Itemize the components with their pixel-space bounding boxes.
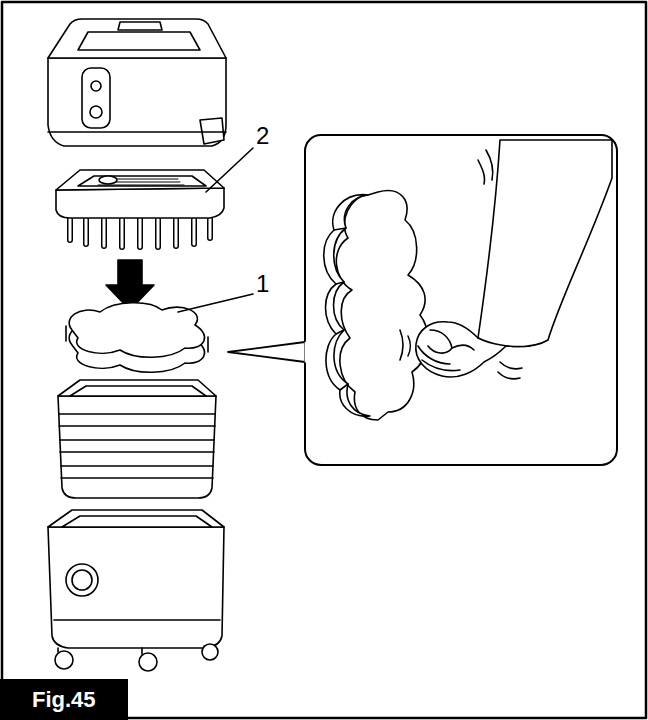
motor-head bbox=[48, 19, 226, 58]
tank bbox=[48, 510, 224, 671]
filter-holder bbox=[78, 176, 206, 186]
tank bbox=[48, 527, 224, 648]
tank bbox=[139, 653, 157, 671]
hand bbox=[428, 330, 452, 353]
tank bbox=[48, 510, 224, 527]
filter-sponge bbox=[66, 303, 208, 373]
hand bbox=[418, 346, 460, 371]
tank bbox=[58, 646, 204, 654]
filter-basket bbox=[58, 380, 216, 498]
filter-sponge bbox=[66, 326, 208, 352]
hand bbox=[498, 362, 522, 379]
motor-head bbox=[91, 81, 101, 91]
hand bbox=[478, 338, 530, 347]
motor-head bbox=[48, 131, 226, 133]
detail-inset bbox=[228, 135, 617, 465]
motor-head bbox=[82, 68, 110, 128]
detail-inset bbox=[305, 135, 617, 465]
filter-holder bbox=[99, 176, 117, 184]
filter-holder bbox=[70, 214, 210, 247]
hand bbox=[416, 322, 506, 377]
motor-head bbox=[48, 19, 226, 146]
leader-lines bbox=[178, 148, 253, 312]
hand bbox=[478, 150, 493, 184]
motor-head bbox=[48, 58, 226, 146]
motor-head bbox=[200, 118, 224, 144]
tank bbox=[66, 564, 98, 596]
callout-number: 1 bbox=[256, 272, 269, 296]
motor-head bbox=[118, 22, 162, 30]
filter-basket bbox=[70, 386, 206, 396]
sponge-detail bbox=[336, 191, 427, 420]
hand bbox=[400, 140, 612, 379]
detail-inset bbox=[305, 343, 308, 361]
sponge-detail bbox=[324, 191, 428, 420]
sponge-detail bbox=[324, 195, 370, 416]
motor-head bbox=[90, 106, 102, 118]
filter-holder bbox=[56, 170, 224, 190]
hand bbox=[478, 140, 612, 347]
detail-inset bbox=[228, 342, 305, 362]
filter-basket bbox=[58, 380, 216, 396]
hand bbox=[400, 330, 410, 360]
filter-basket bbox=[58, 396, 216, 498]
leader-lines bbox=[178, 294, 253, 312]
tank bbox=[72, 570, 92, 590]
tank bbox=[54, 619, 220, 621]
motor-head bbox=[78, 32, 200, 50]
filter-holder bbox=[70, 214, 210, 247]
callout-number: 2 bbox=[256, 124, 269, 148]
leader-lines bbox=[206, 148, 253, 192]
figure-caption: Fig.45 bbox=[32, 689, 96, 711]
hand bbox=[452, 345, 474, 350]
filter-basket bbox=[59, 414, 215, 478]
filter-holder bbox=[56, 188, 224, 218]
sponge-detail bbox=[334, 228, 348, 390]
tank bbox=[62, 516, 212, 527]
filter-holder bbox=[56, 170, 224, 247]
tank bbox=[55, 651, 73, 669]
